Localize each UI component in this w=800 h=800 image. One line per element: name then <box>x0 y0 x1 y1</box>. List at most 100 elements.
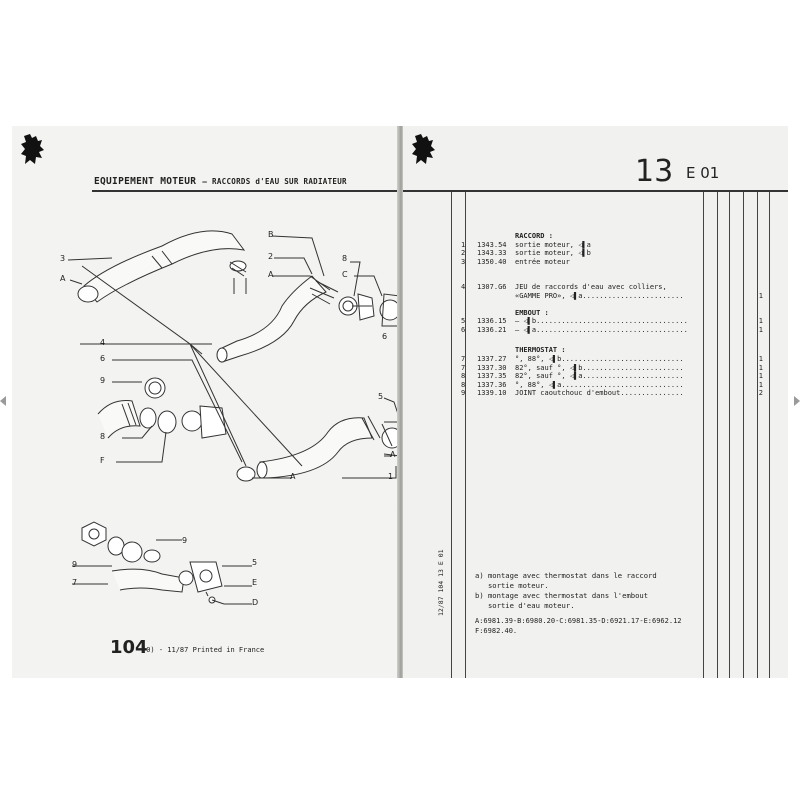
row-qty <box>755 258 763 267</box>
row-qty: 1 <box>758 363 763 372</box>
footnote-line: a) montage avec thermostat dans le racco… <box>475 571 657 580</box>
component-codes: A:6981.39-B:6980.20-C:6981.35-D:6921.17-… <box>475 616 755 636</box>
header-rule <box>92 190 400 192</box>
parts-diagram <box>67 230 400 605</box>
callout-5: 5 <box>378 392 384 401</box>
table-row: 1 1343.54 sortie moteur, ◁▌a <box>461 241 763 250</box>
callout-1: 1 <box>388 472 394 481</box>
row-qty: 1 <box>758 380 763 389</box>
footnote-line: sortie moteur. <box>475 581 549 590</box>
row-ref: 1337.30 <box>477 363 507 372</box>
row-num: 4 <box>461 283 466 292</box>
row-num: 5 <box>461 317 466 326</box>
row-desc: 82°, sauf °, ◁▌b........................ <box>515 363 684 372</box>
col-line-7 <box>757 192 759 678</box>
callout-9-top: 9 <box>182 536 188 545</box>
row-desc: – ◁▌b...................................… <box>515 317 688 326</box>
section-number: 13 <box>635 154 674 189</box>
callout-6-mid: 6 <box>100 354 106 363</box>
header-subtitle-text: – RACCORDS d'EAU SUR RADIATEUR <box>202 177 347 186</box>
row-ref: 1339.10 <box>477 389 507 398</box>
callout-8: 8 <box>342 254 348 263</box>
table-row: 3 1350.40 entrée moteur <box>461 258 763 267</box>
row-num: 1 <box>461 240 466 249</box>
row-num: 6 <box>461 325 466 334</box>
col-line-8 <box>769 192 771 678</box>
row-num: 2 <box>461 249 466 258</box>
row-ref: 1350.40 <box>477 257 507 266</box>
row-desc: sortie moteur, ◁▌a <box>515 240 591 249</box>
row-desc: – ◁▌a...................................… <box>515 325 688 334</box>
row-desc: 82°, sauf °, ◁▌a........................ <box>515 372 684 381</box>
col-line-1 <box>451 192 453 678</box>
section-code: E 01 <box>686 164 720 182</box>
row-qty: 2 <box>758 389 763 398</box>
codes-line-2: F:6982.40. <box>475 627 518 635</box>
callout-4: 4 <box>100 338 106 347</box>
col-line-4 <box>717 192 719 678</box>
callout-d: D <box>252 598 259 607</box>
row-qty: 1 <box>758 325 763 334</box>
row-ref: 1336.21 <box>477 325 507 334</box>
row-ref <box>477 292 515 301</box>
page-header-title: EQUIPEMENT MOTEUR – RACCORDS d'EAU SUR R… <box>94 176 347 187</box>
row-num: 8 <box>461 372 466 381</box>
lion-logo-icon <box>21 134 44 164</box>
row-desc: JOINT caoutchouc d'embout............... <box>515 389 684 398</box>
callout-a1: A <box>60 274 66 283</box>
callout-5-bot: 5 <box>252 558 258 567</box>
row-ref: 1343.54 <box>477 240 507 249</box>
row-qty <box>755 249 763 258</box>
callout-e: E <box>252 578 258 587</box>
callout-9-left: 9 <box>72 560 78 569</box>
row-qty: 1 <box>758 372 763 381</box>
callout-6-right: 6 <box>382 332 388 341</box>
row-ref: 1337.35 <box>477 372 507 381</box>
row-desc: entrée moteur <box>515 257 570 266</box>
callout-f: F <box>100 456 105 465</box>
footnote-line: sortie d'eau moteur. <box>475 601 575 610</box>
group-heading: EMBOUT : <box>515 308 549 317</box>
col-line-6 <box>743 192 745 678</box>
table-row: 5 1336.15 – ◁▌b...........................… <box>461 317 763 326</box>
callout-7: 7 <box>72 578 78 587</box>
row-ref: 1337.27 <box>477 354 507 363</box>
row-num: 3 <box>461 257 466 266</box>
left-page: EQUIPEMENT MOTEUR – RACCORDS d'EAU SUR R… <box>12 126 400 678</box>
row-desc: °, 88°, ◁▌b............................. <box>515 354 684 363</box>
row-ref: 1336.15 <box>477 317 507 326</box>
row-qty: 1 <box>758 291 763 300</box>
group-heading: THERMOSTAT : <box>515 346 566 355</box>
viewer-prev-button[interactable] <box>0 396 6 406</box>
print-note: (0) - 11/87 Printed in France <box>142 646 265 654</box>
row-ref: 1337.36 <box>477 380 507 389</box>
col-line-2 <box>465 192 467 678</box>
callout-2: 2 <box>268 252 274 261</box>
table-row: «GAMME PRO», ◁▌a........................… <box>461 292 763 301</box>
table-row: 2 1343.33 sortie moteur, ◁▌b <box>461 249 763 258</box>
row-num: 7 <box>461 354 466 363</box>
row-desc: JEU de raccords d'eau avec colliers, <box>515 283 667 292</box>
row-num <box>461 292 477 301</box>
row-qty: 1 <box>758 317 763 326</box>
header-rule-right <box>403 190 788 192</box>
row-qty <box>755 283 763 292</box>
row-ref: 1307.G6 <box>477 283 507 292</box>
row-ref: 1343.33 <box>477 249 507 258</box>
col-line-5 <box>729 192 731 678</box>
lion-logo-icon-right <box>412 134 435 164</box>
book-spine <box>397 126 406 678</box>
row-qty: 1 <box>758 354 763 363</box>
row-desc: sortie moteur, ◁▌b <box>515 249 591 258</box>
callout-9: 9 <box>100 376 106 385</box>
row-desc: «GAMME PRO», ◁▌a........................ <box>515 291 684 300</box>
col-line-3 <box>703 192 705 678</box>
header-title-text: EQUIPEMENT MOTEUR <box>94 176 197 187</box>
callout-a4: A <box>290 472 296 481</box>
viewer-next-button[interactable] <box>794 396 800 406</box>
